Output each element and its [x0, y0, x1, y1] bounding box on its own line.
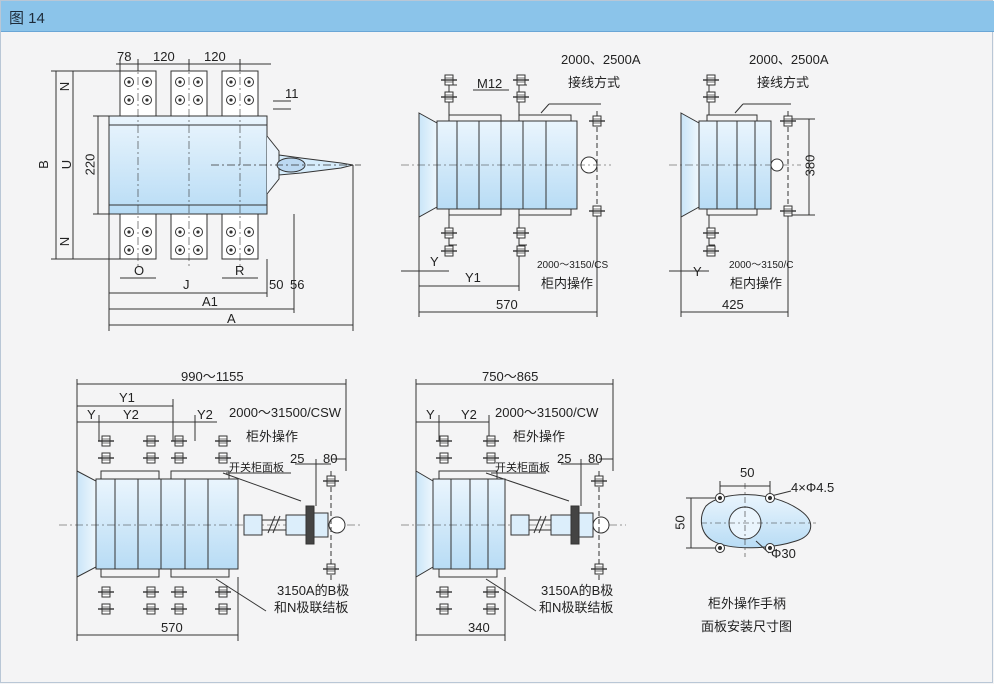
dim-120-a: 120 — [153, 49, 175, 64]
dim-80-cw: 80 — [588, 451, 603, 466]
current-label-cs: 2000、2500A — [561, 52, 641, 67]
dim-n-top: N — [57, 81, 73, 92]
operation-cw: 柜外操作 — [513, 429, 566, 444]
dim-y-csw: Y — [87, 407, 96, 422]
operation-c: 柜内操作 — [730, 276, 783, 291]
range-csw: 990～1155 — [181, 369, 244, 384]
note1-csw: 3150A的B极 — [277, 583, 350, 598]
dim-220: 220 — [82, 153, 98, 176]
range-cw: 750～865 — [482, 369, 539, 384]
figure-title: 图 14 — [9, 10, 45, 27]
dim-50-width: 50 — [740, 465, 755, 480]
width-570-csw: 570 — [161, 620, 183, 635]
dim-a: A — [227, 311, 236, 326]
bolt-m12-label: M12 — [477, 76, 503, 91]
dim-u: U — [59, 159, 75, 170]
dim-80-csw: 80 — [323, 451, 338, 466]
dim-o: O — [134, 263, 145, 278]
note2-cw: 和N极联结板 — [539, 600, 614, 615]
side-view-cs — [401, 84, 611, 317]
dim-y-cw: Y — [426, 407, 435, 422]
note2-csw: 和N极联结板 — [274, 600, 349, 615]
model-c: 2000～3150/C — [729, 260, 794, 271]
dim-y1-cs: Y1 — [465, 270, 481, 285]
dim-y2-cw: Y2 — [461, 407, 477, 422]
dim-y-c: Y — [693, 264, 702, 279]
wiring-label-cs: 接线方式 — [568, 75, 621, 90]
dim-56: 56 — [290, 277, 305, 292]
dim-50: 50 — [269, 277, 284, 292]
current-label-c: 2000、2500A — [749, 52, 829, 67]
dim-y2-csw-a: Y2 — [123, 407, 139, 422]
model-cs: 2000～3150/CS — [537, 260, 609, 271]
operation-csw: 柜外操作 — [246, 429, 299, 444]
model-csw: 2000～31500/CSW — [229, 405, 342, 420]
width-570-cs: 570 — [496, 297, 518, 312]
dim-n-bottom: N — [57, 236, 73, 247]
caption-line2: 面板安装尺寸图 — [701, 619, 793, 634]
handle-panel-detail — [686, 481, 816, 557]
dim-b: B — [35, 160, 51, 169]
wiring-label-c: 接线方式 — [757, 75, 810, 90]
width-425-c: 425 — [722, 297, 744, 312]
diameter-label: Φ30 — [771, 546, 796, 561]
figure-header: 图 14 — [1, 1, 994, 32]
operation-cs: 柜内操作 — [541, 276, 594, 291]
dim-50-height: 50 — [672, 515, 688, 530]
panel-label-csw: 开关柜面板 — [229, 462, 284, 474]
dim-78: 78 — [117, 49, 132, 64]
side-view-csw — [59, 379, 361, 641]
caption-line1: 柜外操作手柄 — [708, 596, 787, 611]
dim-25-cw: 25 — [557, 451, 572, 466]
dim-11: 11 — [285, 86, 299, 101]
dim-120-b: 120 — [204, 49, 226, 64]
note1-cw: 3150A的B极 — [541, 583, 614, 598]
dim-a1: A1 — [202, 294, 218, 309]
side-view-c — [669, 84, 815, 317]
width-340-cw: 340 — [468, 620, 490, 635]
dim-25-csw: 25 — [290, 451, 305, 466]
holes-label: 4×Φ4.5 — [791, 480, 835, 495]
dim-380: 380 — [802, 154, 818, 177]
dim-j: J — [183, 277, 190, 292]
technical-drawing — [51, 59, 816, 641]
front-view — [51, 59, 361, 331]
side-view-cw — [401, 379, 626, 641]
dim-r: R — [235, 263, 245, 278]
dim-y2-csw-b: Y2 — [197, 407, 213, 422]
dim-y-cs: Y — [430, 254, 439, 269]
dim-y1-csw: Y1 — [119, 390, 135, 405]
panel-label-cw: 开关柜面板 — [495, 462, 550, 474]
model-cw: 2000～31500/CW — [495, 405, 599, 420]
